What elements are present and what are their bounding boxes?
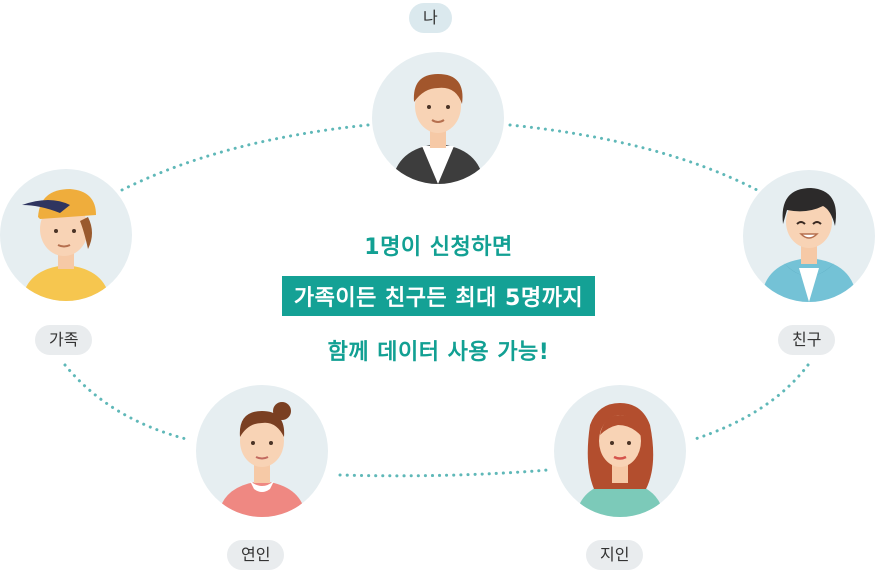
- label-friend: 친구: [778, 325, 836, 355]
- message-line-3-text: 함께 데이터 사용 가능!: [327, 340, 550, 365]
- avatar-acquaintance: [554, 385, 686, 517]
- label-family: 가족: [35, 325, 93, 355]
- label-me: 나: [409, 3, 452, 33]
- dots-partner-acquaintance: [338, 468, 550, 478]
- message-line-2: 가족이든 친구든 최대 5명까지: [0, 276, 877, 316]
- dots-me-family: [116, 123, 370, 194]
- message-line-1-text: 1명이 신청하면: [364, 235, 513, 260]
- dots-family-partner: [63, 363, 192, 442]
- avatar-friend: [743, 170, 875, 302]
- avatar-me: [372, 52, 504, 184]
- dots-me-friend: [508, 123, 759, 192]
- avatar-family: [0, 169, 132, 301]
- message-highlight: 가족이든 친구든 최대 5명까지: [281, 276, 596, 316]
- dots-friend-acquaintance: [690, 363, 810, 442]
- message-line-1: 1명이 신청하면: [0, 229, 877, 261]
- label-acquaintance: 지인: [586, 540, 644, 570]
- avatar-partner: [196, 385, 328, 517]
- message-line-3: 함께 데이터 사용 가능!: [0, 334, 877, 366]
- label-partner: 연인: [227, 540, 285, 570]
